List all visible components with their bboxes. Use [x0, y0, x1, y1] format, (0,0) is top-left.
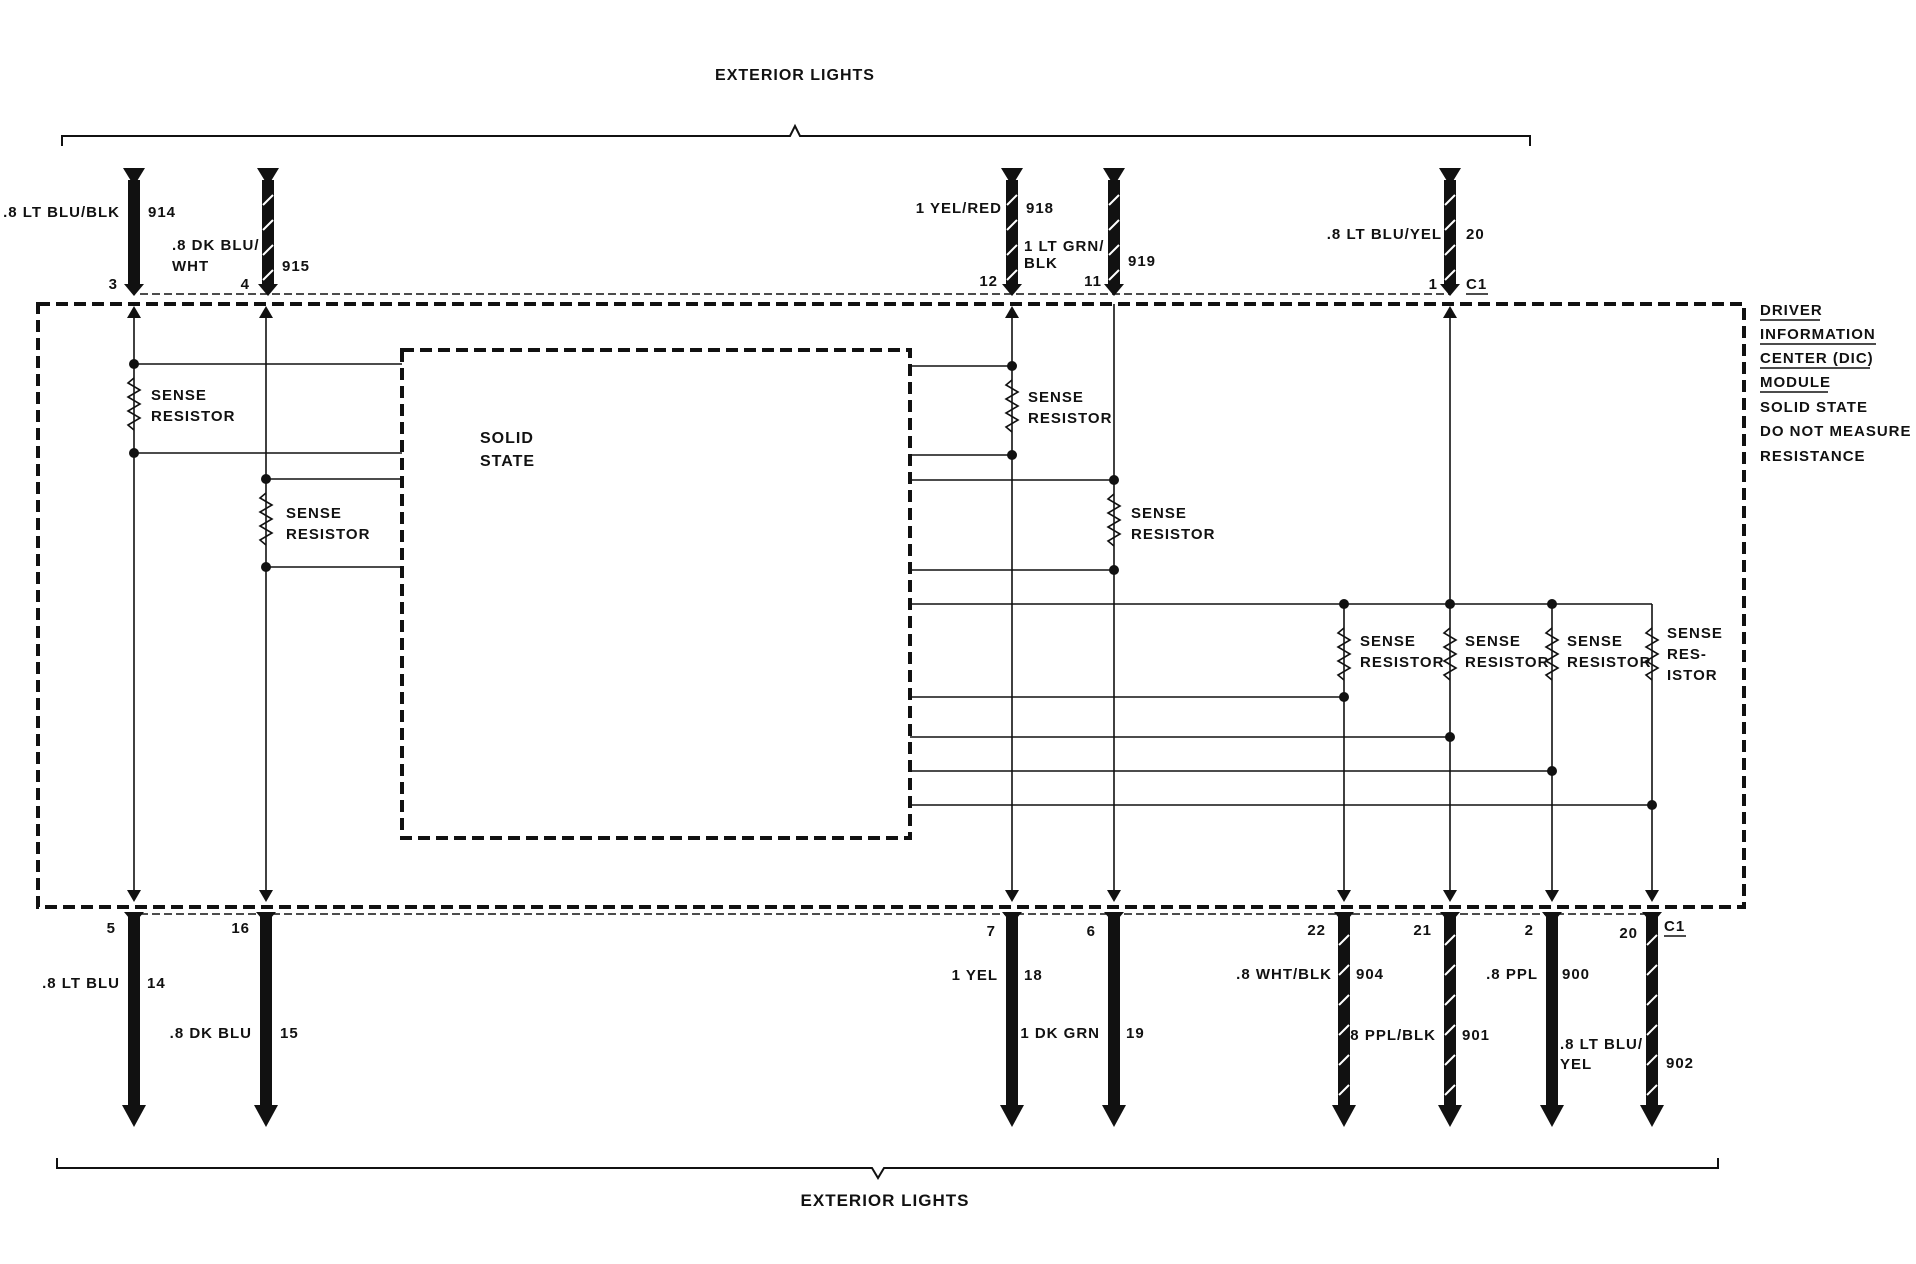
top-wire-914: .8 LT BLU/BLK 914 3: [3, 168, 176, 296]
resistor-label-6b: RESISTOR: [1465, 654, 1549, 671]
resistor-label-1b: RESISTOR: [151, 408, 235, 425]
top-wire-919: 1 LT GRN/ BLK 919 11: [1024, 168, 1156, 296]
top-wire-919-color-1: 1 LT GRN/: [1024, 238, 1104, 255]
resistor-label-5a: SENSE: [1360, 633, 1416, 650]
top-connector-id: C1: [1466, 276, 1487, 293]
bottom-wire-15: .8 DK BLU 15 16: [170, 912, 299, 1127]
bottom-wire-19-color: 1 DK GRN: [1020, 1025, 1100, 1042]
solid-state-connections: [134, 363, 1652, 806]
bottom-wire-18-color: 1 YEL: [952, 967, 998, 984]
top-wire-914-color: .8 LT BLU/BLK: [3, 204, 120, 221]
bottom-connector-id: C1: [1664, 918, 1685, 935]
resistor-label-8b: RES-: [1667, 646, 1707, 663]
solid-state-box: [400, 348, 912, 840]
sense-resistors: [126, 377, 1660, 681]
top-wire-915-pin: 4: [241, 276, 250, 293]
module-label: DRIVER INFORMATION CENTER (DIC) MODULE S…: [1760, 302, 1912, 465]
module-label-line-1: DRIVER: [1760, 302, 1823, 319]
bottom-wire-18: 1 YEL 18 7: [952, 912, 1043, 1127]
bottom-wire-19-circuit: 19: [1126, 1025, 1145, 1042]
bottom-wire-19-pin: 6: [1087, 923, 1096, 940]
resistor-labels: SENSE RESISTOR SENSE RESISTOR SENSE RESI…: [151, 387, 1723, 684]
top-wire-914-pin: 3: [109, 276, 118, 293]
resistor-label-2b: RESISTOR: [286, 526, 370, 543]
top-wire-20-pin: 1: [1429, 276, 1438, 293]
bottom-wire-902-color-1: .8 LT BLU/: [1560, 1036, 1643, 1053]
top-wire-918-color: 1 YEL/RED: [916, 200, 1002, 217]
bottom-wire-15-color: .8 DK BLU: [170, 1025, 252, 1042]
resistor-label-6a: SENSE: [1465, 633, 1521, 650]
top-brace: [61, 123, 1531, 146]
bottom-wire-904-pin: 22: [1307, 922, 1326, 939]
top-wire-918-pin: 12: [979, 273, 998, 290]
top-wire-919-circuit: 919: [1128, 253, 1156, 270]
top-wire-20: .8 LT BLU/YEL 20 1 C1: [1327, 168, 1488, 296]
bottom-wire-900-circuit: 900: [1562, 966, 1590, 983]
module-label-line-2: INFORMATION: [1760, 326, 1876, 343]
internal-conductors: [127, 304, 1659, 902]
resistor-label-2a: SENSE: [286, 505, 342, 522]
bottom-wire-15-pin: 16: [231, 920, 250, 937]
top-wire-919-color-2: BLK: [1024, 255, 1058, 272]
resistor-label-4a: SENSE: [1131, 505, 1187, 522]
top-wire-918: 1 YEL/RED 918 12: [916, 168, 1054, 296]
dic-module-box: [36, 302, 1746, 909]
module-label-line-7: RESISTANCE: [1760, 448, 1866, 465]
bottom-brace: [56, 1158, 1719, 1180]
resistor-label-1a: SENSE: [151, 387, 207, 404]
top-wire-20-circuit: 20: [1466, 226, 1485, 243]
bottom-wire-902-color-2: YEL: [1560, 1056, 1592, 1073]
bottom-wire-902: .8 LT BLU/ YEL 902 20 C1: [1560, 912, 1694, 1127]
junction-dots: [129, 359, 1657, 810]
top-wire-914-circuit: 914: [148, 204, 176, 221]
top-wire-915-circuit: 915: [282, 258, 310, 275]
module-label-line-4: MODULE: [1760, 374, 1831, 391]
resistor-label-3a: SENSE: [1028, 389, 1084, 406]
top-wire-915: .8 DK BLU/ WHT 915 4: [172, 168, 310, 296]
solid-state-label-2: STATE: [480, 453, 535, 470]
top-wire-919-pin: 11: [1084, 273, 1102, 290]
bottom-wire-900-pin: 2: [1525, 922, 1534, 939]
bottom-wire-15-circuit: 15: [280, 1025, 299, 1042]
resistor-label-7b: RESISTOR: [1567, 654, 1651, 671]
module-label-line-6: DO NOT MEASURE: [1760, 423, 1912, 440]
bottom-wire-14-pin: 5: [107, 920, 116, 937]
module-label-line-5: SOLID STATE: [1760, 399, 1868, 416]
resistor-label-8a: SENSE: [1667, 625, 1723, 642]
bottom-wire-18-pin: 7: [987, 923, 996, 940]
bottom-wire-904: .8 WHT/BLK 904 22: [1236, 912, 1384, 1127]
bottom-wire-901-pin: 21: [1413, 922, 1432, 939]
bottom-wire-14: .8 LT BLU 14 5: [42, 912, 166, 1127]
bottom-wire-901: .8 PPL/BLK 901 21: [1345, 912, 1490, 1127]
bottom-title: EXTERIOR LIGHTS: [801, 1191, 970, 1210]
resistor-label-5b: RESISTOR: [1360, 654, 1444, 671]
solid-state-label-1: SOLID: [480, 430, 534, 447]
bottom-wire-900: .8 PPL 900 2: [1486, 912, 1590, 1127]
resistor-label-7a: SENSE: [1567, 633, 1623, 650]
resistor-label-8c: ISTOR: [1667, 667, 1718, 684]
bottom-wire-14-circuit: 14: [147, 975, 166, 992]
top-title: EXTERIOR LIGHTS: [715, 67, 875, 84]
resistor-label-4b: RESISTOR: [1131, 526, 1215, 543]
top-wire-20-color: .8 LT BLU/YEL: [1327, 226, 1442, 243]
bottom-wire-14-color: .8 LT BLU: [42, 975, 120, 992]
bottom-wire-902-circuit: 902: [1666, 1055, 1694, 1072]
bottom-wire-18-circuit: 18: [1024, 967, 1043, 984]
bottom-wire-902-pin: 20: [1619, 925, 1638, 942]
bottom-wire-901-circuit: 901: [1462, 1027, 1490, 1044]
bottom-wire-904-color: .8 WHT/BLK: [1236, 966, 1332, 983]
bottom-wire-19: 1 DK GRN 19 6: [1020, 912, 1144, 1127]
bottom-wire-904-circuit: 904: [1356, 966, 1384, 983]
top-wire-918-circuit: 918: [1026, 200, 1054, 217]
top-wire-915-color-2: WHT: [172, 258, 209, 275]
top-wire-915-color-1: .8 DK BLU/: [172, 237, 260, 254]
bottom-wire-900-color: .8 PPL: [1486, 966, 1538, 983]
bottom-wire-901-color: .8 PPL/BLK: [1345, 1027, 1436, 1044]
module-label-line-3: CENTER (DIC): [1760, 350, 1874, 367]
resistor-label-3b: RESISTOR: [1028, 410, 1112, 427]
